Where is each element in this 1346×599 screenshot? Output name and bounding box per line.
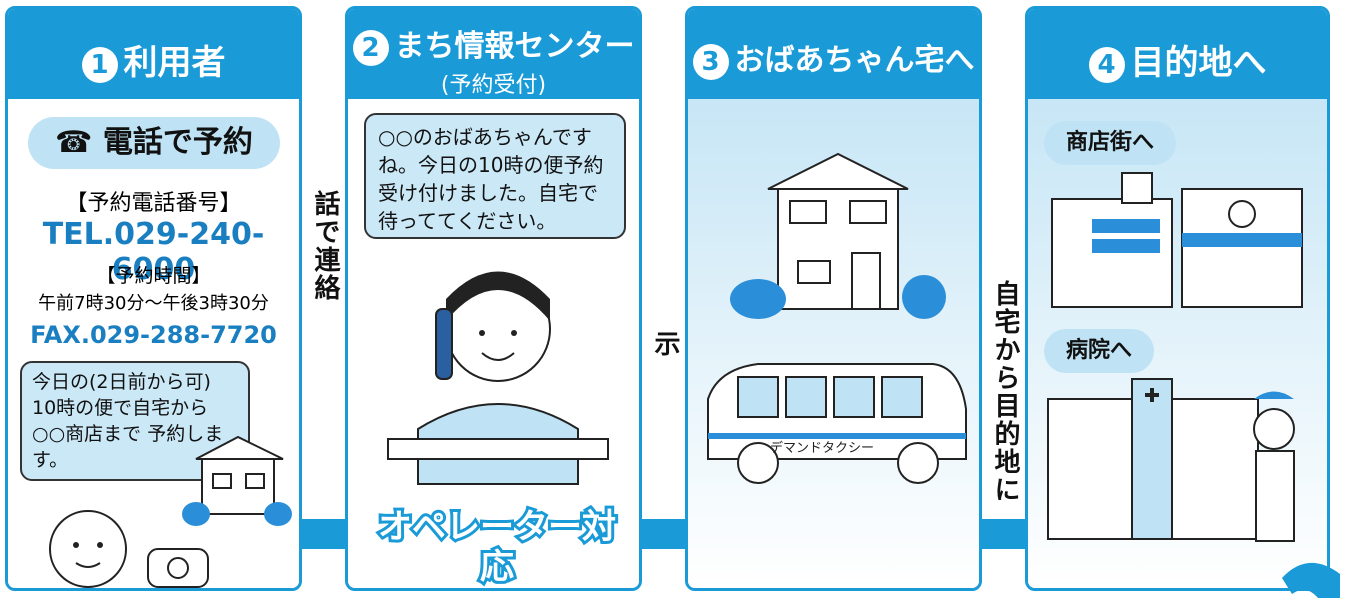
operator-label: オペレーター対応 <box>375 504 619 588</box>
phone-badge-text: 電話で予約 <box>102 125 253 160</box>
step-number: 1 <box>81 46 118 83</box>
grandma-phone-illustration <box>49 435 292 588</box>
hospital-icon <box>1047 378 1295 542</box>
step-number: 3 <box>692 43 729 80</box>
hours-heading: 【予約時間】 <box>96 265 211 287</box>
demand-taxi-van <box>707 363 967 484</box>
grandma-icon <box>49 510 127 588</box>
shopping-street-icon <box>1051 172 1303 308</box>
panel-body: デマンドタクシー <box>688 99 979 588</box>
operator-illustration <box>387 271 609 485</box>
house-icon <box>182 435 292 526</box>
connector-to-destination: 自宅から目的地に <box>990 280 1020 504</box>
panel-body: ☎ 電話で予約 【予約電話番号】 TEL.029-240-6000 【予約時間】… <box>8 99 299 588</box>
panel-title-text: 目的地へ <box>1130 43 1267 83</box>
panel-body: ○○のおばあちゃんですね。今日の10時の便予約受け付けました。自宅で待っててくだ… <box>348 99 639 588</box>
panel-title-text: まち情報センター <box>394 29 635 64</box>
panel-title-text: おばあちゃん宅へ <box>734 43 975 78</box>
step-number: 2 <box>352 29 389 66</box>
hours-text: 午前7時30分～午後3時30分 <box>38 293 269 314</box>
continuation-arrow-icon <box>1282 562 1340 598</box>
panel-subtitle: (予約受付) <box>440 73 547 98</box>
taxi-label: デマンドタクシー <box>770 441 875 456</box>
fax-number: FAX.029-288-7720 <box>30 321 277 349</box>
tel-number: TEL.029-240-6000 <box>42 217 265 287</box>
panel-title-text: 利用者 <box>123 43 226 83</box>
telephone-icon <box>147 548 209 588</box>
reservation-heading: 【予約電話番号】 <box>65 191 242 216</box>
operator-speech-bubble: ○○のおばあちゃんですね。今日の10時の便予約受け付けました。自宅で待っててくだ… <box>364 113 626 239</box>
step-number: 4 <box>1088 46 1125 83</box>
house-icon <box>730 152 946 319</box>
hospital-label: 病院へ <box>1044 329 1154 373</box>
phone-reservation-badge: ☎ 電話で予約 <box>28 117 280 169</box>
shopping-street-label: 商店街へ <box>1044 121 1176 165</box>
panel-body: 商店街へ 病院へ <box>1028 99 1327 588</box>
phone-icon: ☎ <box>55 125 93 160</box>
